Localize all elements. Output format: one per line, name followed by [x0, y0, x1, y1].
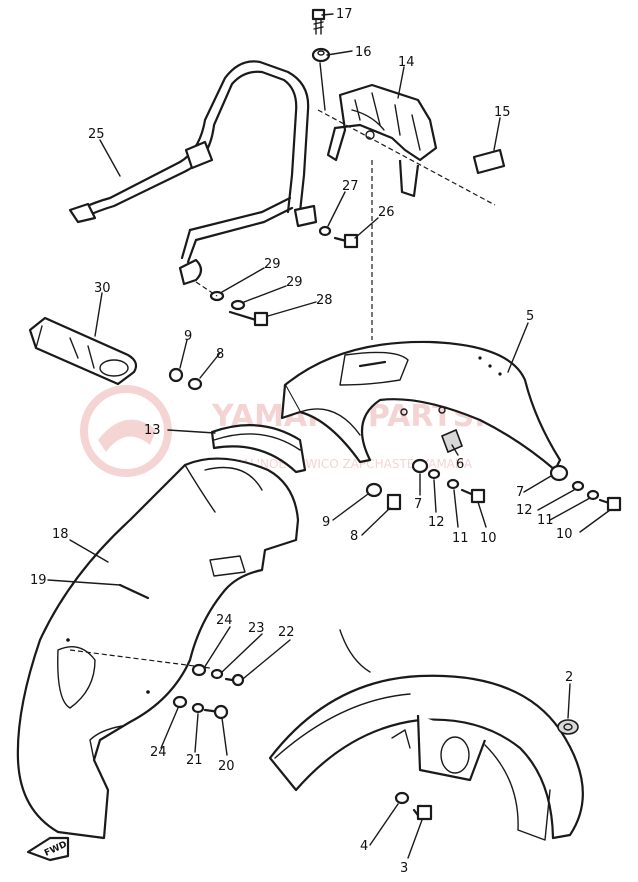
callout-26: 26: [378, 205, 395, 220]
part-8-washer-lower: [386, 493, 402, 511]
callout-29-a: 29: [264, 257, 281, 272]
callout-19: 19: [30, 573, 47, 588]
callout-25: 25: [88, 127, 105, 142]
callout-23: 23: [248, 621, 265, 636]
part-22-screw: [224, 673, 245, 687]
callout-30: 30: [94, 281, 111, 296]
callout-15: 15: [494, 105, 511, 120]
part-24-nut-lower: [172, 695, 188, 709]
part-4-washer: [394, 791, 410, 805]
part-5-rear-fender: [280, 340, 562, 472]
front-fender: [268, 629, 584, 841]
part-8-washer-upper: [187, 377, 203, 391]
callout-20: 20: [218, 759, 235, 774]
part-15-block: [472, 148, 506, 175]
part-27-washer: [318, 225, 332, 237]
callout-7-a: 7: [414, 497, 422, 512]
callout-9-upper: 9: [184, 329, 192, 344]
part-23-washer: [210, 668, 224, 680]
leader-lines: [47, 13, 611, 859]
part-13-seal: [210, 424, 307, 474]
callout-29-b: 29: [286, 275, 303, 290]
part-21-washer: [191, 702, 205, 714]
callout-10-b: 10: [556, 527, 573, 542]
callout-6: 6: [456, 457, 464, 472]
callout-8-upper: 8: [216, 347, 224, 362]
part-29-washers: [209, 290, 246, 311]
callout-12-a: 12: [428, 515, 445, 530]
watermark-tagline: OFICIAL'NOE LOWICO ZAPCHASTEJ YAMAHA: [210, 457, 473, 471]
part-9-nut-lower: [365, 482, 383, 498]
part-18-inner-fender: [16, 457, 300, 840]
part-17-bolt: [311, 8, 326, 35]
callout-27: 27: [342, 179, 359, 194]
callout-12-b: 12: [516, 503, 533, 518]
part-10-bolt-b: [598, 496, 622, 512]
callout-9-lower: 9: [322, 515, 330, 530]
callout-24-lower: 24: [150, 745, 167, 760]
part-30-tool-bag: [28, 316, 138, 386]
callout-11-b: 11: [537, 513, 554, 528]
callout-22: 22: [278, 625, 295, 640]
callout-2: 2: [565, 670, 573, 685]
callout-11-a: 11: [452, 531, 469, 546]
part-12-washer-a: [427, 468, 441, 480]
callout-7-b: 7: [516, 485, 524, 500]
callout-8-lower: 8: [350, 529, 358, 544]
part-3-bolt: [412, 804, 433, 821]
callout-4: 4: [360, 839, 368, 854]
callout-28: 28: [316, 293, 333, 308]
callout-3: 3: [400, 861, 408, 876]
part-12-washer-b: [571, 480, 585, 492]
part-11-washer-a: [446, 478, 460, 490]
part-2-grommet: [557, 719, 579, 735]
part-24-nut-upper: [191, 663, 207, 677]
callout-5: 5: [526, 309, 534, 324]
part-10-bolt-a: [460, 488, 486, 504]
callout-16: 16: [355, 45, 372, 60]
callout-14: 14: [398, 55, 415, 70]
callout-21: 21: [186, 753, 203, 768]
watermark-logo-icon: [80, 385, 172, 477]
callout-18: 18: [52, 527, 69, 542]
callout-24-upper: 24: [216, 613, 233, 628]
part-11-washer-b: [586, 489, 600, 501]
callout-10-a: 10: [480, 531, 497, 546]
part-7-spacer-b: [549, 464, 569, 482]
callout-13: 13: [144, 423, 161, 438]
part-7-spacer-a: [411, 458, 429, 474]
part-6-grommet: [440, 428, 464, 454]
part-25-grab-bar: [68, 60, 318, 286]
part-9-nut-upper: [168, 367, 184, 383]
fwd-arrow-icon: FWD: [26, 836, 70, 862]
part-20-screw: [203, 704, 229, 720]
part-14-bracket: [326, 83, 438, 198]
part-26-bolt: [333, 233, 359, 249]
part-28-bolt: [228, 310, 269, 327]
callout-labels: 17 16 14 15 25 27 26 30 29 29 28 5 9 8 1…: [30, 7, 573, 876]
callout-17: 17: [336, 7, 353, 22]
